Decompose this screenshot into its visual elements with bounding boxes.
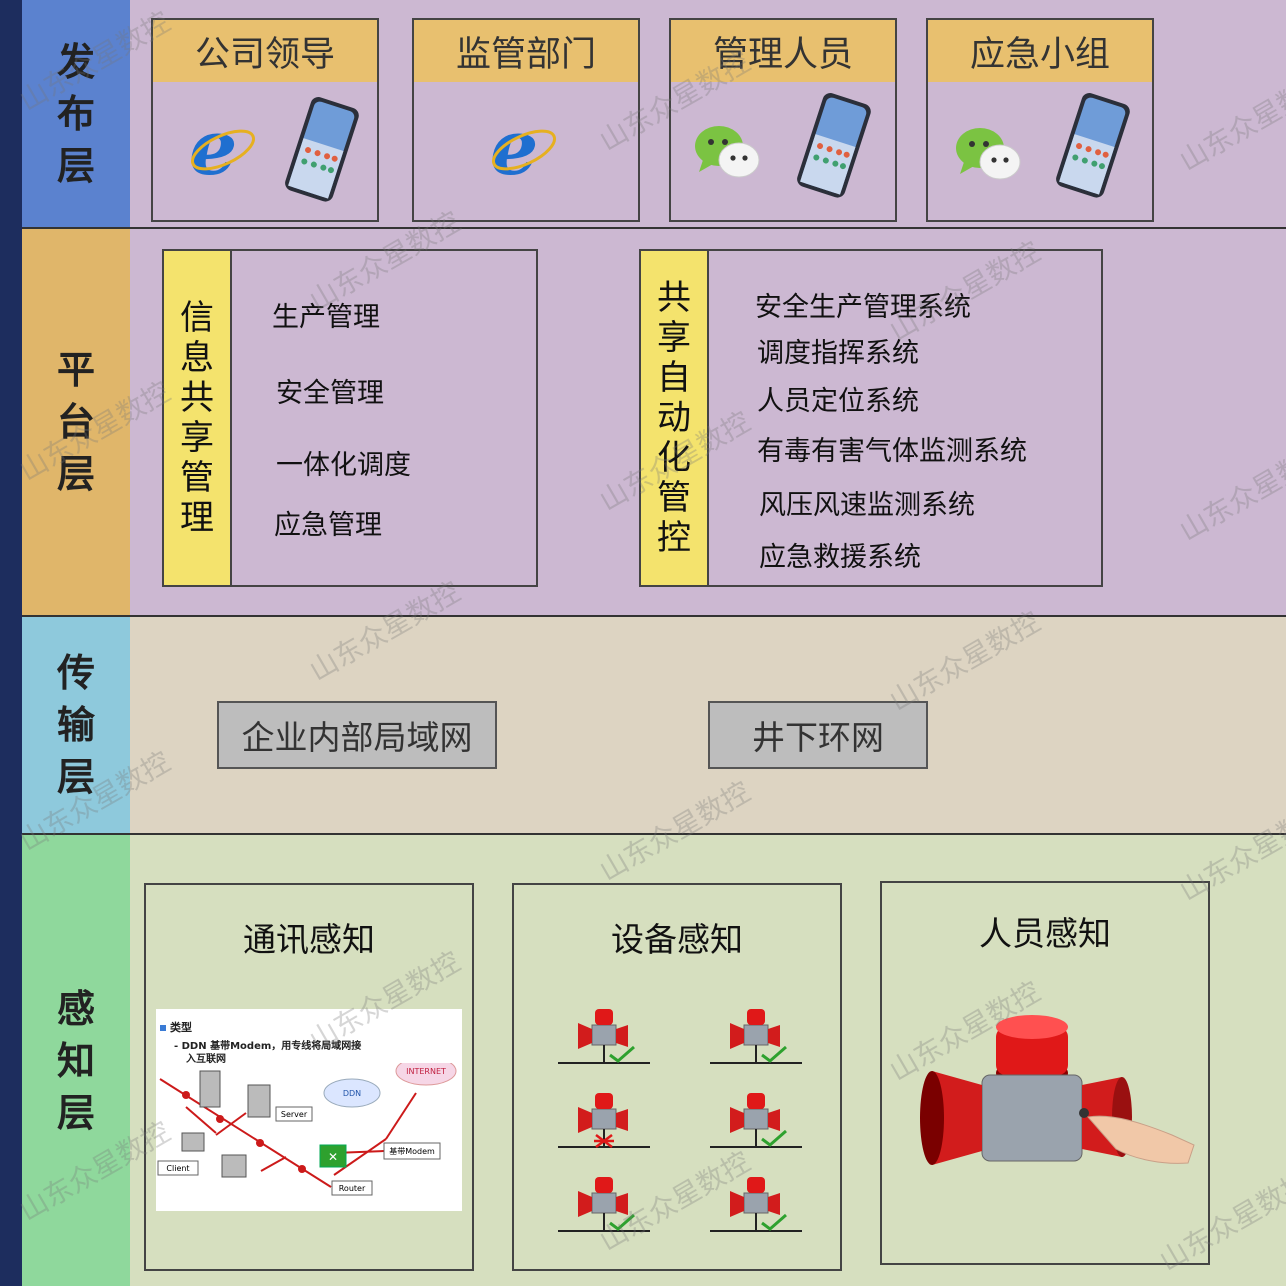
perception-layer: 感 知 层 通讯感知 类型 - DDN 基带Modem，用专线将局域网接 入互联… [22, 835, 1286, 1286]
enterprise-lan-box: 企业内部局域网 [217, 701, 497, 769]
figure-desc-line2: 入互联网 [186, 1054, 226, 1065]
publish-layer: 发 布 层 公司领导 e 监管部门 e 管理人员 [22, 0, 1286, 229]
info-item-production: 生产管理 [272, 302, 380, 333]
alarm-ok-icon [710, 1093, 802, 1148]
smartphone-icon [285, 97, 359, 202]
node-internet: INTERNET [406, 1067, 446, 1076]
system-item: 安全生产管理系统 [755, 292, 971, 323]
node-router: Router [339, 1184, 366, 1193]
perception-layer-label: 感 知 层 [22, 835, 130, 1286]
publish-panel-company-leaders: 公司领导 e [151, 18, 379, 222]
communication-perception-box: 通讯感知 类型 - DDN 基带Modem，用专线将局域网接 入互联网 ✕ [144, 883, 474, 1271]
title-char: 信 [180, 298, 214, 338]
system-item: 人员定位系统 [757, 386, 919, 417]
network-diagram-figure: 类型 - DDN 基带Modem，用专线将局域网接 入互联网 ✕ [156, 1009, 462, 1211]
large-alarm-siren-icon [920, 1015, 1195, 1165]
title-char: 享 [657, 318, 691, 358]
info-item-emergency: 应急管理 [274, 510, 382, 541]
svg-text:✕: ✕ [328, 1150, 338, 1164]
label-char: 知 [56, 1037, 95, 1083]
label-char: 层 [56, 1089, 95, 1135]
label-char: 感 [56, 985, 95, 1031]
automation-control-title: 共 享 自 动 化 管 控 [641, 251, 709, 585]
title-char: 控 [657, 518, 691, 558]
label-char: 层 [56, 754, 95, 799]
equipment-perception-box: 设备感知 [512, 883, 842, 1271]
title-char: 理 [180, 498, 214, 538]
ie-browser-icon: e [490, 112, 556, 184]
system-item: 有毒有害气体监测系统 [757, 436, 1027, 467]
box-title: 人员感知 [979, 914, 1111, 953]
left-edge-bar [0, 0, 22, 1286]
box-title: 设备感知 [611, 920, 743, 959]
publish-panel-emergency-team: 应急小组 [926, 18, 1154, 222]
title-char: 动 [657, 398, 691, 438]
svg-text:e: e [189, 112, 237, 184]
transport-layer-label: 传 输 层 [22, 617, 130, 833]
title-char: 共 [180, 378, 214, 418]
label-char: 台 [56, 399, 95, 444]
alarm-fault-icon [558, 1093, 650, 1148]
smartphone-icon [1056, 93, 1130, 198]
box-title: 通讯感知 [243, 920, 375, 959]
info-item-dispatch: 一体化调度 [276, 450, 411, 481]
node-ddn: DDN [343, 1089, 361, 1098]
figure-heading-text: 类型 [170, 1021, 192, 1034]
title-char: 自 [657, 358, 691, 398]
wechat-icon [695, 126, 760, 178]
alarm-ok-icon [558, 1177, 650, 1232]
alarm-ok-icon [710, 1177, 802, 1232]
alarm-ok-icon [558, 1009, 650, 1064]
network-topology-drawing: ✕ Server Client Router DDN INTERNET 基带Mo… [157, 1063, 457, 1196]
title-char: 管 [657, 478, 691, 518]
panel-title: 管理人员 [671, 20, 895, 82]
panel-title: 公司领导 [153, 20, 377, 82]
info-sharing-box: 信 息 共 享 管 理 生产管理 安全管理 一体化调度 应急管理 [162, 249, 538, 587]
underground-ring-network-box: 井下环网 [708, 701, 928, 769]
publish-panel-regulators: 监管部门 e [412, 18, 640, 222]
info-item-safety: 安全管理 [276, 378, 384, 409]
panel-title: 应急小组 [928, 20, 1152, 82]
transport-layer: 传 输 层 企业内部局域网 井下环网 [22, 617, 1286, 835]
panel-title: 监管部门 [414, 20, 638, 82]
automation-control-box: 共 享 自 动 化 管 控 安全生产管理系统 调度指挥系统 人员定位系统 有毒有… [639, 249, 1103, 587]
label-char: 输 [56, 702, 95, 747]
title-char: 共 [657, 278, 691, 318]
platform-layer-label: 平 台 层 [22, 229, 130, 615]
label-char: 层 [56, 451, 95, 496]
wechat-icon [956, 128, 1021, 180]
node-modem: 基带Modem [389, 1146, 435, 1156]
node-client: Client [166, 1164, 189, 1173]
node-server: Server [281, 1110, 308, 1119]
title-char: 息 [180, 338, 214, 378]
label-char: 布 [56, 90, 95, 136]
title-char: 管 [180, 458, 214, 498]
ie-browser-icon: e [189, 112, 255, 184]
personnel-perception-box: 人员感知 [880, 881, 1210, 1265]
publish-layer-label: 发 布 层 [22, 0, 130, 227]
svg-text:e: e [490, 112, 538, 184]
label-char: 层 [56, 142, 95, 188]
smartphone-icon [797, 93, 871, 198]
title-char: 化 [657, 438, 691, 478]
label-char: 平 [56, 347, 95, 392]
system-item: 风压风速监测系统 [759, 490, 975, 521]
publish-panel-managers: 管理人员 [669, 18, 897, 222]
figure-heading: 类型 [160, 1019, 192, 1035]
system-item: 调度指挥系统 [757, 338, 919, 369]
platform-layer: 平 台 层 信 息 共 享 管 理 生产管理 安全管理 一体化调度 应急管理 共… [22, 229, 1286, 617]
alarm-grid-drawing [558, 1009, 802, 1232]
label-char: 传 [56, 650, 95, 695]
alarm-ok-icon [710, 1009, 802, 1064]
system-item: 应急救援系统 [759, 542, 921, 573]
title-char: 享 [180, 418, 214, 458]
info-sharing-title: 信 息 共 享 管 理 [164, 251, 232, 585]
label-char: 发 [56, 38, 95, 84]
figure-desc-line1: - DDN 基带Modem，用专线将局域网接 [174, 1041, 362, 1052]
